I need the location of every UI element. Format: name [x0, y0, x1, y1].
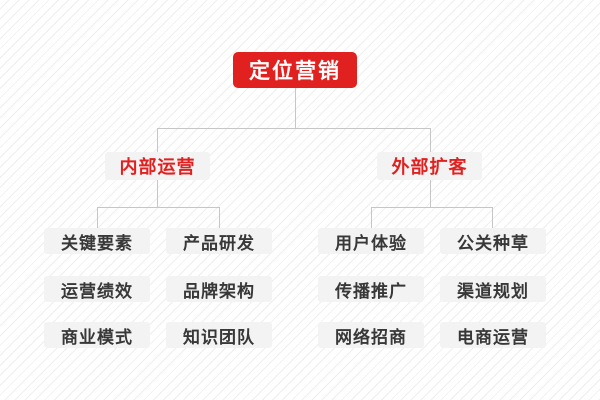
- leaf-node: 用户体验: [318, 228, 424, 254]
- connector-line: [371, 207, 372, 228]
- leaf-node: 网络招商: [318, 322, 424, 348]
- leaf-node: 品牌架构: [166, 276, 272, 302]
- branch-node-external: 外部扩客: [377, 152, 482, 180]
- leaf-node: 知识团队: [166, 322, 272, 348]
- connector-line: [157, 128, 158, 152]
- leaf-node: 公关种草: [440, 228, 546, 254]
- connector-line: [371, 207, 493, 208]
- connector-line: [219, 207, 220, 228]
- connector-line: [157, 180, 158, 207]
- leaf-node: 传播推广: [318, 276, 424, 302]
- connector-line: [97, 207, 98, 228]
- connector-line: [430, 128, 431, 152]
- connector-line: [97, 207, 220, 208]
- leaf-node: 运营绩效: [44, 276, 150, 302]
- connector-line: [492, 207, 493, 228]
- connector-line: [157, 128, 431, 129]
- leaf-node: 产品研发: [166, 228, 272, 254]
- branch-node-internal: 内部运营: [105, 152, 210, 180]
- leaf-node: 电商运营: [440, 322, 546, 348]
- connector-line: [430, 180, 431, 207]
- leaf-node: 渠道规划: [440, 276, 546, 302]
- connector-line: [295, 88, 296, 128]
- root-node: 定位营销: [233, 52, 357, 88]
- leaf-node: 商业模式: [44, 322, 150, 348]
- leaf-node: 关键要素: [44, 228, 150, 254]
